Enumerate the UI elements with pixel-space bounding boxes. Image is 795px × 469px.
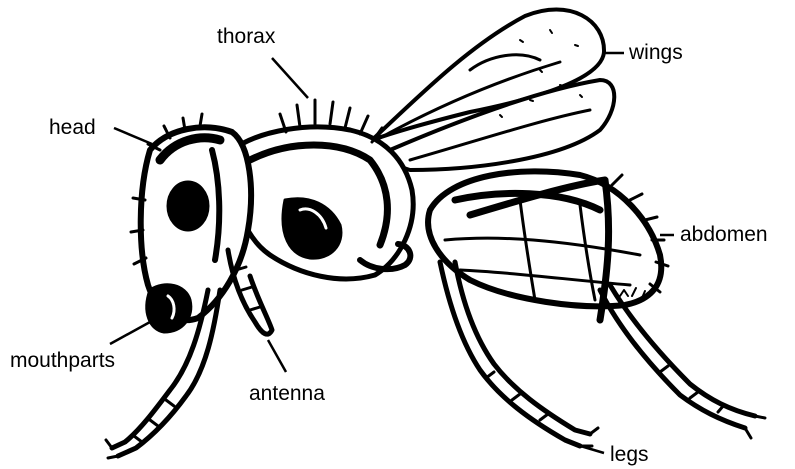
mouthparts-leader-line bbox=[110, 322, 150, 344]
mouthparts-drawing bbox=[147, 285, 191, 332]
wings-drawing bbox=[372, 10, 614, 170]
legs-label: legs bbox=[610, 444, 649, 465]
head-leader-line bbox=[114, 128, 152, 144]
antenna-label: antenna bbox=[249, 383, 325, 404]
mouthparts-label: mouthparts bbox=[10, 350, 115, 371]
antenna-leader-line bbox=[268, 340, 286, 372]
thorax-label: thorax bbox=[217, 26, 275, 47]
wings-label: wings bbox=[629, 42, 683, 63]
abdomen-label: abdomen bbox=[680, 224, 768, 245]
legs-leader-line bbox=[567, 442, 604, 453]
thorax-leader-line bbox=[272, 58, 308, 98]
head-label: head bbox=[49, 117, 96, 138]
